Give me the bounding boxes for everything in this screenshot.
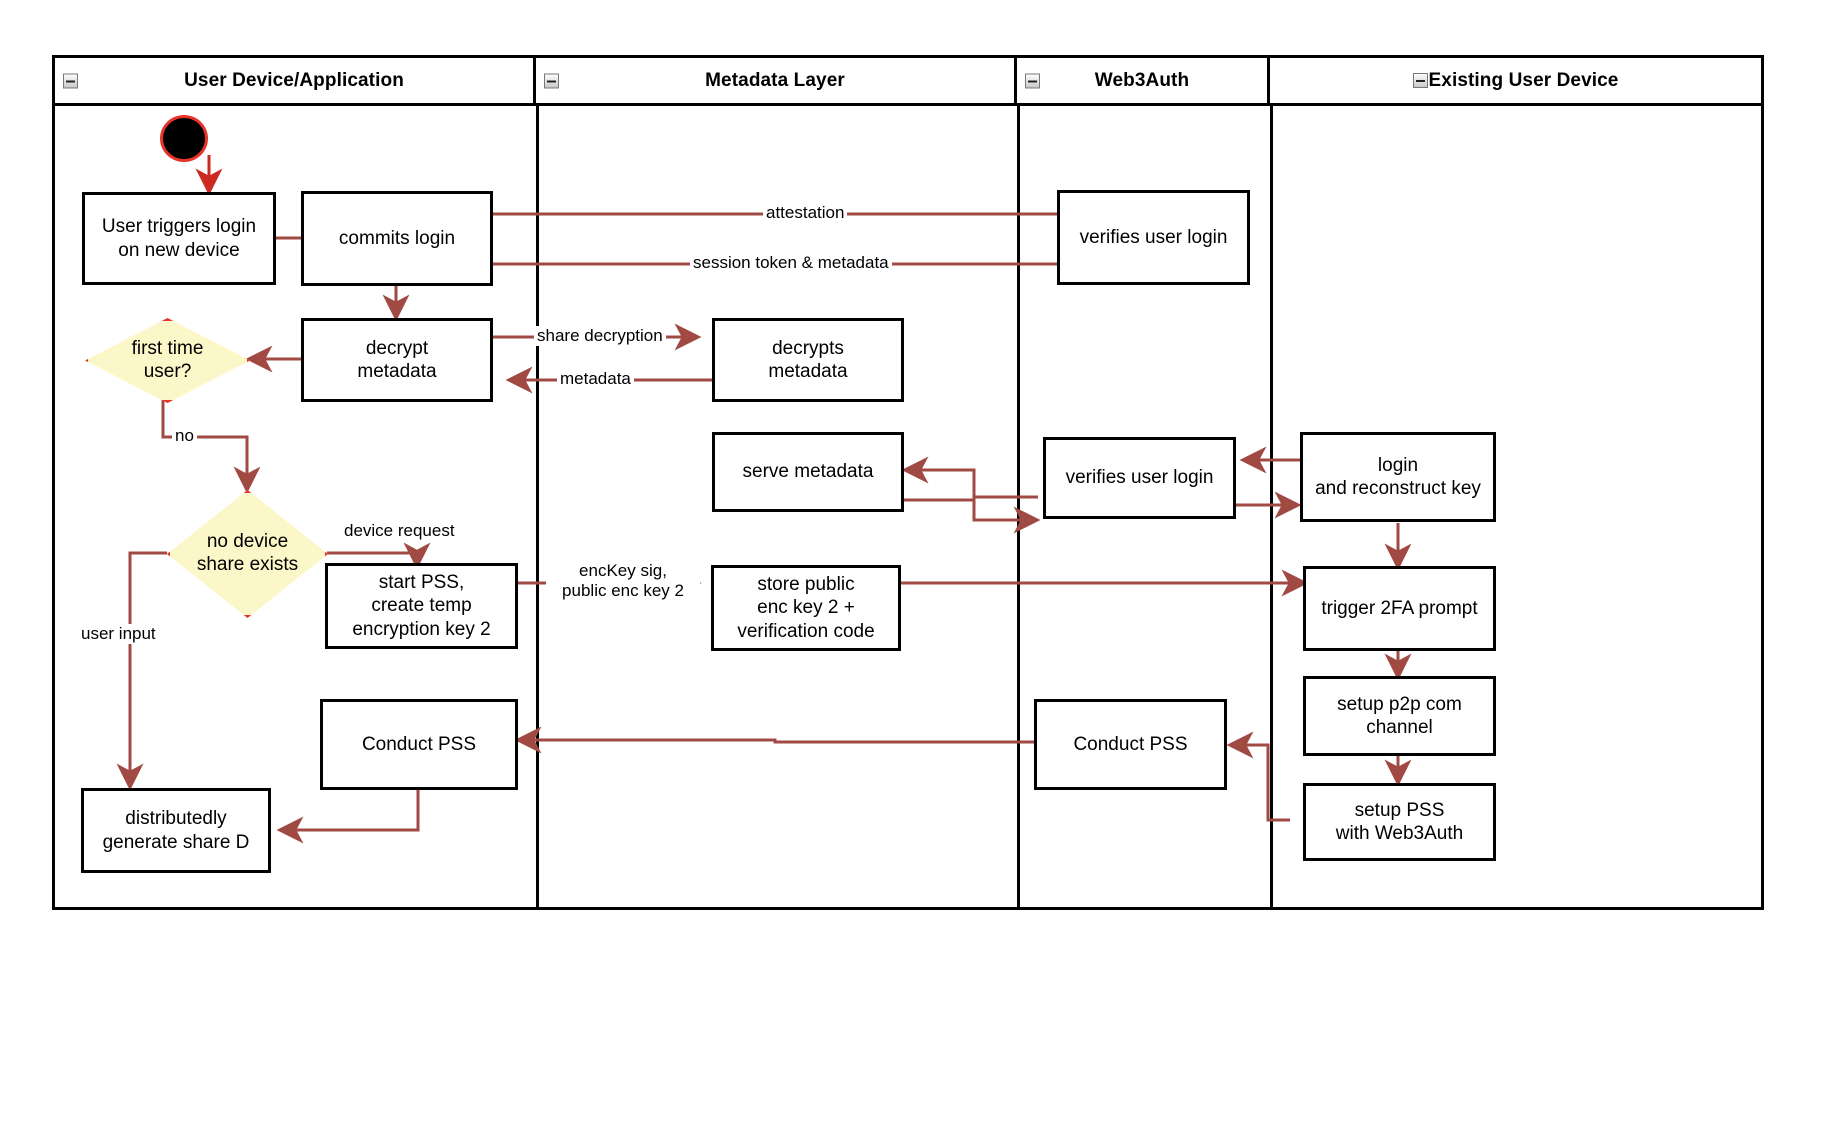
edge-label-session-token-metadata: session token & metadata <box>690 253 892 274</box>
node-distributedly-generate-share-d[interactable]: distributedly generate share D <box>81 788 271 873</box>
lane-header-web3auth[interactable]: Web3Auth <box>1017 58 1270 106</box>
node-serve-metadata[interactable]: serve metadata <box>712 432 904 512</box>
edge-label-enckey-sig-public-enc-key-2: encKey sig, public enc key 2 <box>546 561 700 602</box>
lane-divider-1 <box>536 106 539 910</box>
node-login-and-reconstruct-key[interactable]: login and reconstruct key <box>1300 432 1496 522</box>
minus-box-icon[interactable] <box>1025 73 1040 88</box>
lane-title-text: Existing User Device <box>1428 69 1619 91</box>
node-first-time-user-label: first time user? <box>131 337 204 382</box>
start-node <box>160 115 208 162</box>
swimlane-frame <box>52 55 1764 910</box>
node-commits-login[interactable]: commits login <box>301 191 493 286</box>
node-conduct-pss-user[interactable]: Conduct PSS <box>320 699 518 790</box>
node-trigger-2fa-prompt[interactable]: trigger 2FA prompt <box>1303 566 1496 651</box>
lane-title-existing-user-device: Existing User Device <box>1412 69 1619 92</box>
lane-title-web3auth: Web3Auth <box>1094 69 1190 91</box>
edge-label-metadata: metadata <box>557 369 634 390</box>
lane-divider-2 <box>1017 106 1020 910</box>
edge-label-share-decryption: share decryption <box>534 326 666 347</box>
lane-header-metadata-layer[interactable]: Metadata Layer <box>536 58 1017 106</box>
node-setup-pss-with-web3auth[interactable]: setup PSS with Web3Auth <box>1303 783 1496 861</box>
lane-header-existing-user-device[interactable]: Existing User Device <box>1270 58 1761 106</box>
node-user-triggers-login[interactable]: User triggers login on new device <box>82 192 276 285</box>
node-verifies-user-login-2[interactable]: verifies user login <box>1043 437 1236 519</box>
node-conduct-pss-web3auth[interactable]: Conduct PSS <box>1034 699 1227 790</box>
node-store-public-enc-key[interactable]: store public enc key 2 + verification co… <box>711 565 901 651</box>
edge-label-no: no <box>172 426 197 447</box>
lane-divider-3 <box>1270 106 1273 910</box>
node-setup-p2p-com-channel[interactable]: setup p2p com channel <box>1303 676 1496 756</box>
minus-box-icon[interactable] <box>63 73 78 88</box>
node-verifies-user-login-1[interactable]: verifies user login <box>1057 190 1250 285</box>
minus-box-icon[interactable] <box>544 73 559 88</box>
lane-title-user-device: User Device/Application <box>184 69 404 91</box>
node-no-device-share-exists[interactable]: no device share exists <box>167 490 328 618</box>
lane-title-metadata-layer: Metadata Layer <box>705 69 845 91</box>
node-decrypt-metadata[interactable]: decrypt metadata <box>301 318 493 402</box>
edge-label-device-request: device request <box>341 521 458 542</box>
edge-label-user-input: user input <box>78 624 159 645</box>
node-no-device-share-exists-label: no device share exists <box>196 531 299 575</box>
lane-header-user-device[interactable]: User Device/Application <box>55 58 536 106</box>
node-start-pss-create-temp-key[interactable]: start PSS, create temp encryption key 2 <box>325 563 518 649</box>
node-first-time-user[interactable]: first time user? <box>85 318 250 403</box>
minus-box-icon[interactable] <box>1412 72 1428 88</box>
edge-label-attestation: attestation <box>763 203 848 224</box>
node-decrypts-metadata[interactable]: decrypts metadata <box>712 318 904 402</box>
